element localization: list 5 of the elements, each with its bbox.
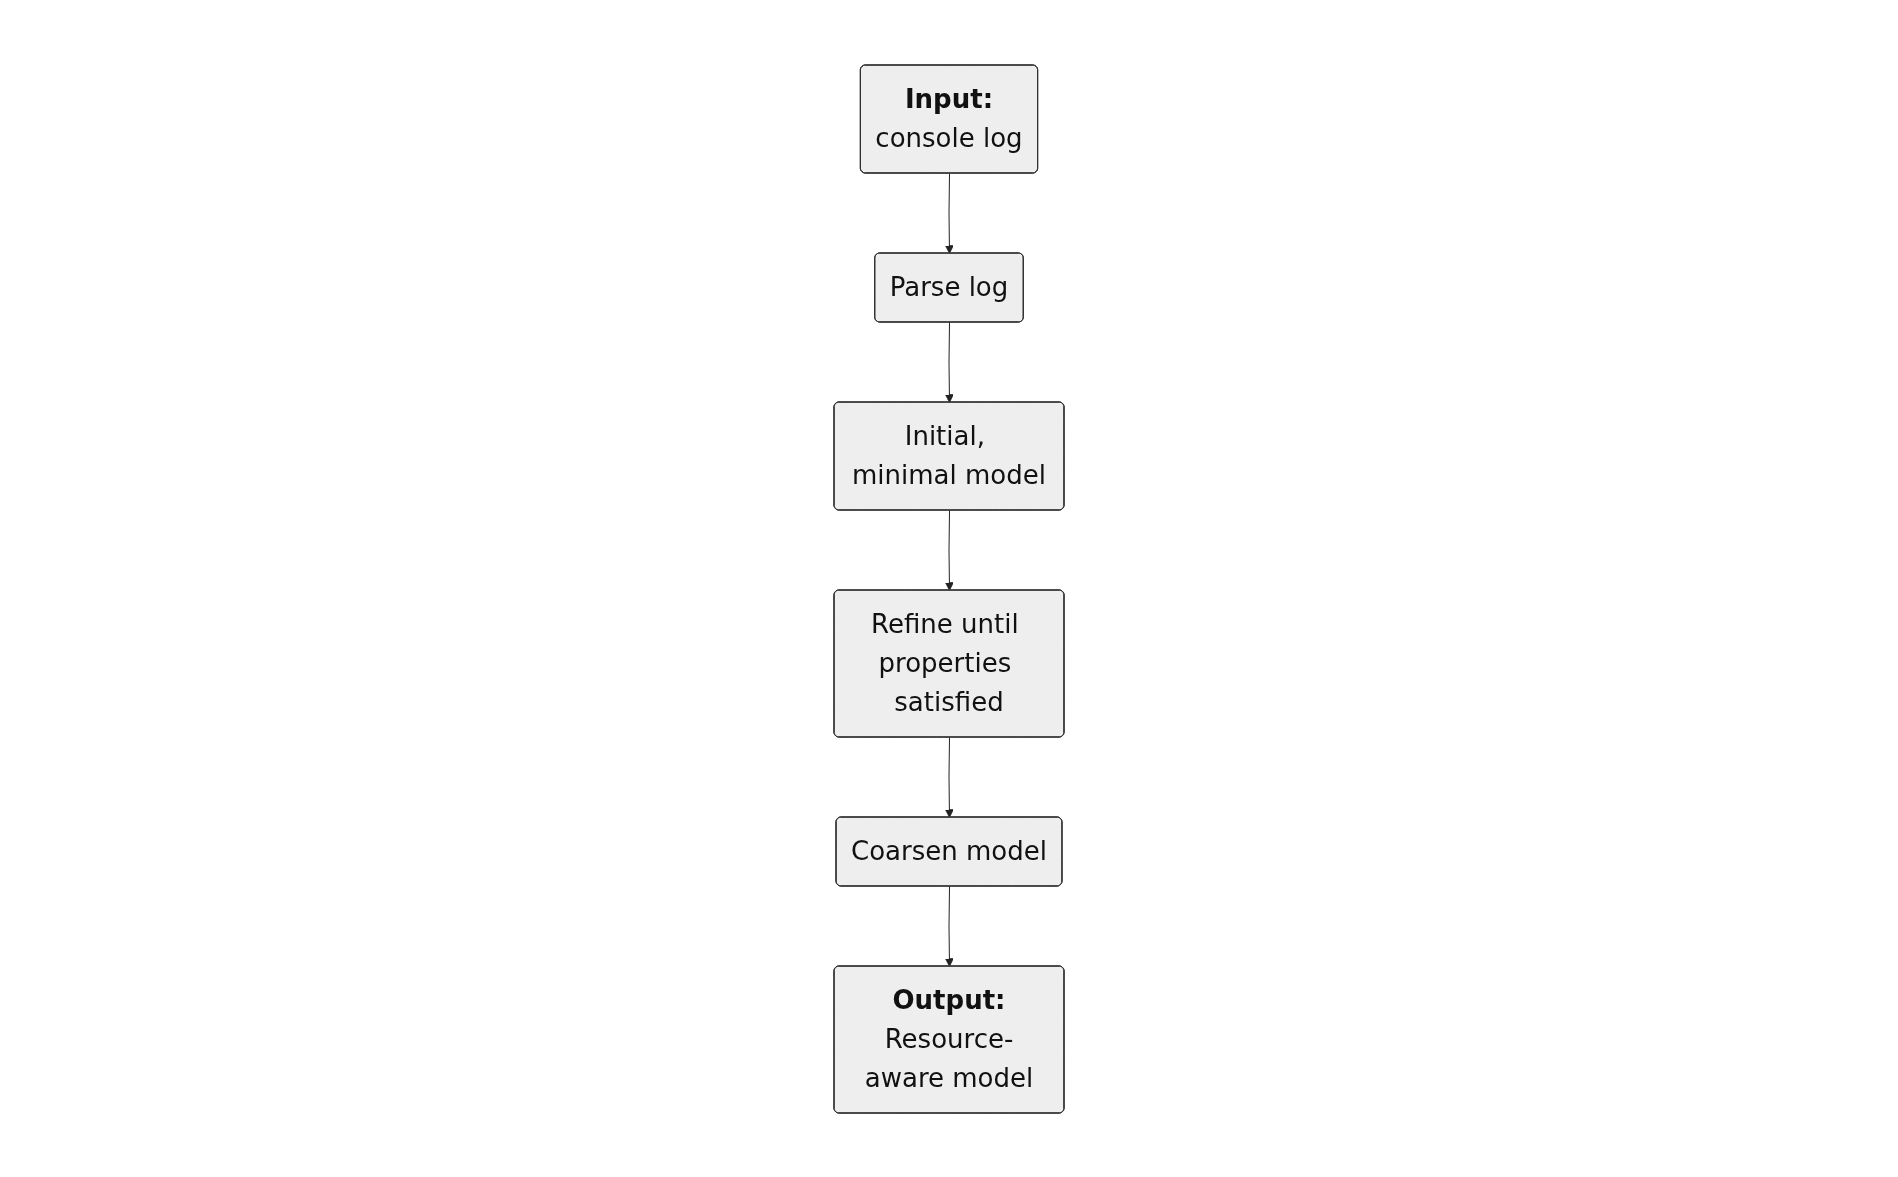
arrow bbox=[945, 509, 954, 591]
arrow bbox=[945, 321, 954, 403]
arrow bbox=[945, 885, 954, 967]
arrow bbox=[945, 172, 954, 254]
arrow bbox=[945, 736, 954, 818]
